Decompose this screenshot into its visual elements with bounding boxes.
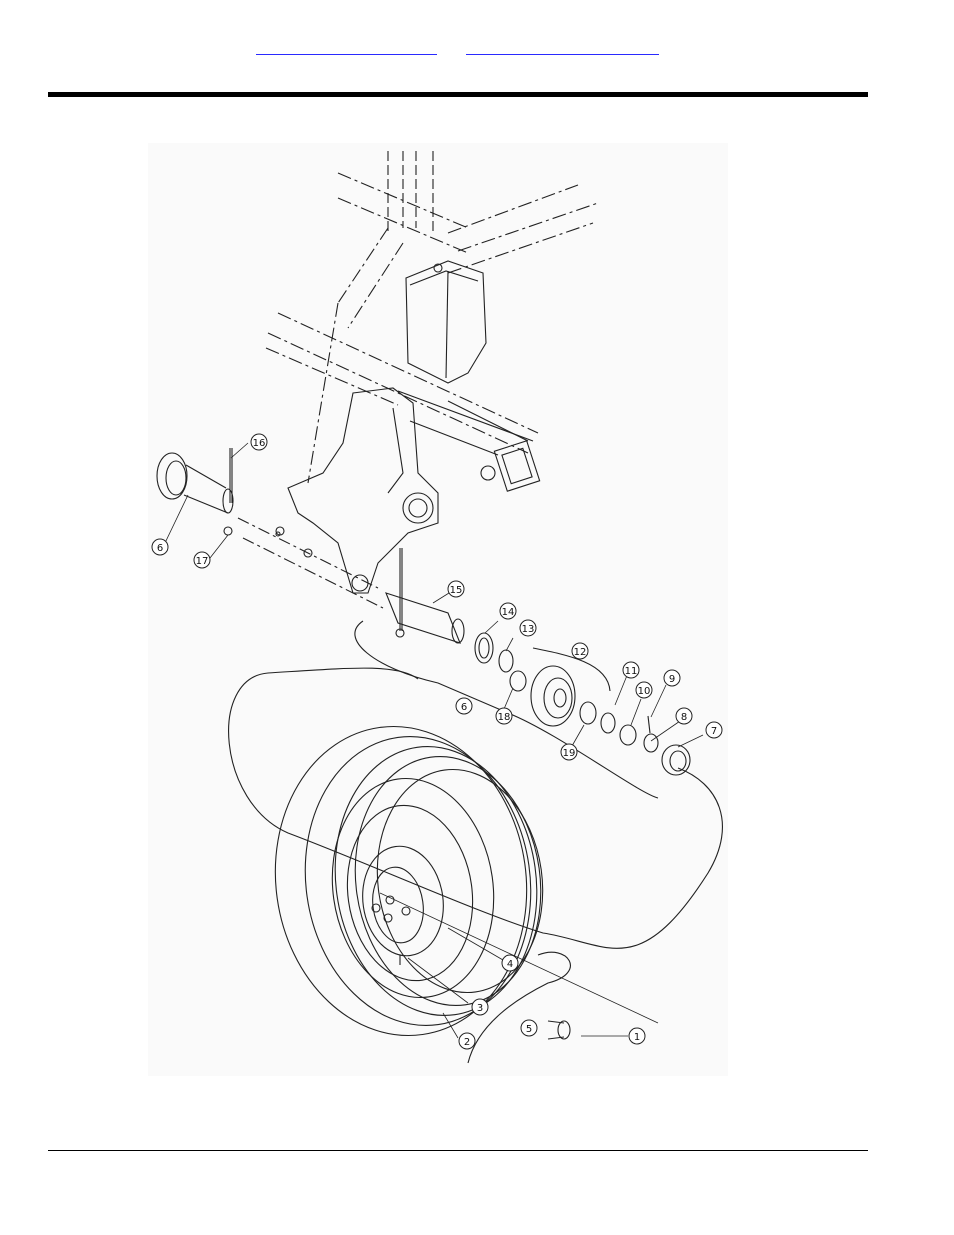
header-rule: [48, 92, 868, 97]
callout-label: 4: [507, 959, 513, 970]
callout-label: 16: [253, 438, 266, 449]
leader-lines: [164, 443, 703, 1038]
callout-label: 6: [157, 543, 163, 554]
frame-mid-beams: [266, 313, 538, 453]
upper-bracket: [406, 261, 486, 383]
callout-label: 19: [563, 748, 576, 759]
callout-label: 5: [526, 1024, 532, 1035]
spindle-left: [157, 448, 233, 535]
main-tube: [398, 391, 540, 491]
callout-label: 18: [498, 712, 511, 723]
header-link-left[interactable]: [256, 38, 437, 55]
callout-label: 9: [669, 674, 675, 685]
callout-balloons: [152, 434, 722, 1049]
header-link-right[interactable]: [466, 38, 659, 55]
callout-label: 12: [574, 647, 587, 658]
callout-label: 15: [450, 585, 463, 596]
callout-label: 17: [196, 556, 209, 567]
frame-upright: [388, 151, 433, 233]
lug-bolt: [548, 1021, 570, 1039]
callout-label: 13: [522, 624, 535, 635]
spindle-tube: [238, 518, 383, 608]
callout-label: 2: [464, 1037, 470, 1048]
callout-label: 8: [681, 712, 687, 723]
callout-label: 11: [625, 666, 638, 677]
frame-upper-beams: [308, 173, 598, 483]
callout-label: 1: [634, 1032, 640, 1043]
callout-label: 14: [502, 607, 515, 618]
parts-diagram: 1 2 3 4 5 6 6 7 8 9 10 11 12 13 14 15 16…: [148, 143, 728, 1076]
callout-label: 10: [638, 686, 651, 697]
lower-bracket: [288, 388, 438, 593]
callout-label: 6: [461, 702, 467, 713]
callout-label: 3: [477, 1003, 483, 1014]
diagram-drawing: 1 2 3 4 5 6 6 7 8 9 10 11 12 13 14 15 16…: [148, 143, 728, 1076]
callout-label: 7: [711, 726, 717, 737]
footer-rule: [48, 1150, 868, 1151]
